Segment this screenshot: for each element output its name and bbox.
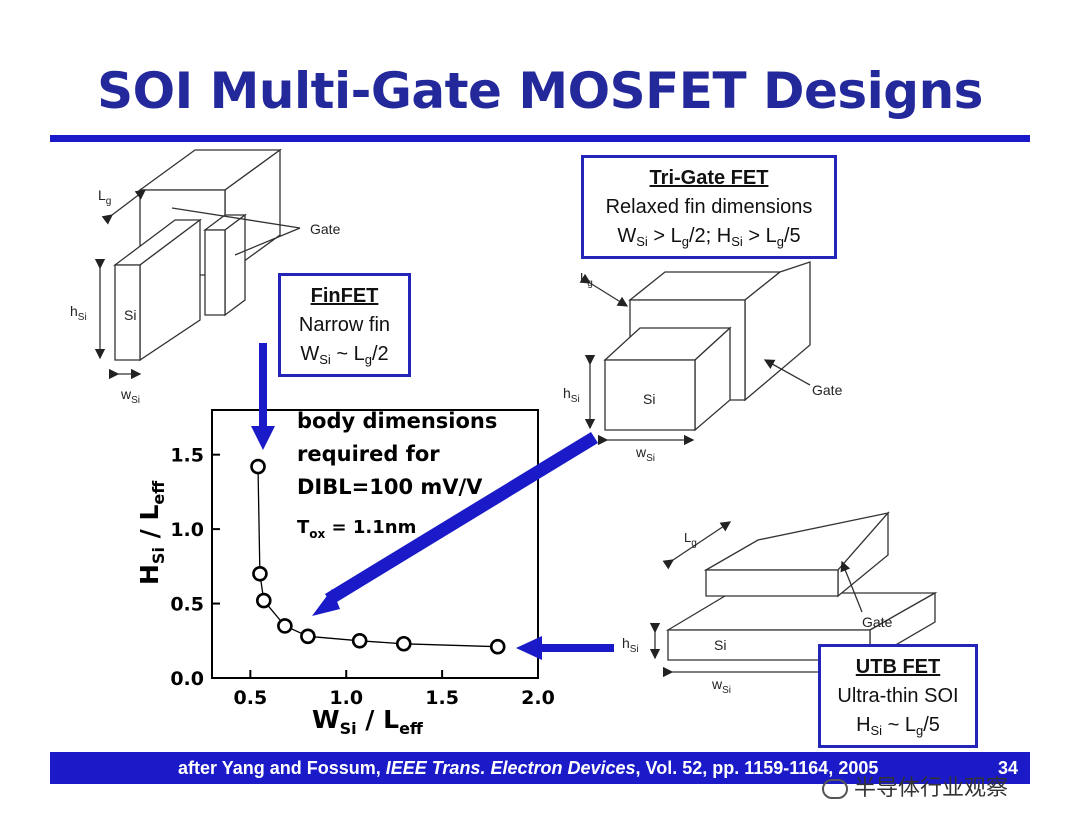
finfet-si-label: Si [124,307,136,323]
y-tick-label: 1.5 [170,445,204,467]
trigate-lg-label: Lg [580,270,593,289]
x-tick-label: 0.5 [234,687,268,709]
annotation-tox: Tox = 1.1nm [297,517,416,541]
trigate-arrow [312,432,598,616]
finfet-gate-label: Gate [310,221,341,237]
utb-hsi-label: hSi [622,635,639,655]
utb-line1: Ultra-thin SOI [837,685,959,707]
callout-arrows [251,343,614,660]
x-tick-label: 2.0 [521,687,555,709]
plot-frame [211,409,539,679]
data-point [252,565,268,582]
trigate-wsi-label: wSi [635,444,655,464]
data-point [300,628,316,645]
title-divider [50,135,1030,142]
y-tick-label: 1.0 [170,519,204,541]
y-axis-label: HSi / Leff [135,480,168,585]
data-point [255,592,272,609]
finfet-lg-label: Lg [98,187,111,207]
citation-bar: after Yang and Fossum, IEEE Trans. Elect… [50,752,1030,784]
finfet-box: FinFET Narrow fin WSi ~ Lg/2 [278,273,411,377]
page-number: 34 [997,758,1018,778]
finfet-heading: FinFET [310,285,379,307]
trigate-diagram [579,261,811,446]
utb-gate-label: Gate [862,614,893,630]
utb-wsi-label: wSi [711,676,731,696]
annotation-line1: body dimensions [297,409,497,433]
utb-lg-label: Lg [684,530,697,549]
x-axis-label: WSi / Leff [312,705,424,738]
annotation-line2: required for [297,442,440,466]
plot-area: 0.5 1.0 1.5 2.0 0.0 0.5 1.0 1.5 [170,409,555,709]
data-point [489,638,506,655]
trigate-line1: Relaxed fin dimensions [605,196,813,218]
utb-heading: UTB FET [855,656,941,678]
trigate-heading: Tri-Gate FET [649,167,769,189]
trigate-si-label: Si [643,391,655,407]
trigate-box: Tri-Gate FET Relaxed fin dimensions WSi … [581,155,837,259]
data-point [395,635,412,652]
finfet-diagram [94,148,301,380]
finfet-line1: Narrow fin [298,314,391,336]
watermark: 半导体行业观察 [822,770,1008,802]
citation-text: after Yang and Fossum, IEEE Trans. Elect… [178,758,879,778]
utb-box: UTB FET Ultra-thin SOI HSi ~ Lg/5 [818,644,978,748]
utb-diagram [649,511,938,678]
trigate-gate-label: Gate [812,382,843,398]
finfet-line2: WSi ~ Lg/2 [300,343,389,367]
finfet-arrow [251,343,275,450]
page-title: SOI Multi-Gate MOSFET Designs [97,62,983,120]
trigate-line2: WSi > Lg/2; HSi > Lg/5 [617,225,801,249]
annotation-line3: DIBL=100 mV/V [297,475,483,499]
utb-arrow [516,636,614,660]
x-tick-label: 1.5 [425,687,459,709]
finfet-hsi-label: hSi [70,303,87,323]
finfet-wsi-label: wSi [120,386,140,406]
data-point [277,618,293,634]
y-tick-label: 0.0 [170,668,204,690]
data-point [351,632,368,649]
trigate-hsi-label: hSi [563,385,580,405]
y-tick-label: 0.5 [170,594,204,616]
utb-si-label: Si [714,637,726,653]
x-tick-label: 1.0 [329,687,363,709]
wechat-logo-icon [822,779,848,799]
data-point [250,458,266,475]
utb-line2: HSi ~ Lg/5 [856,714,940,738]
